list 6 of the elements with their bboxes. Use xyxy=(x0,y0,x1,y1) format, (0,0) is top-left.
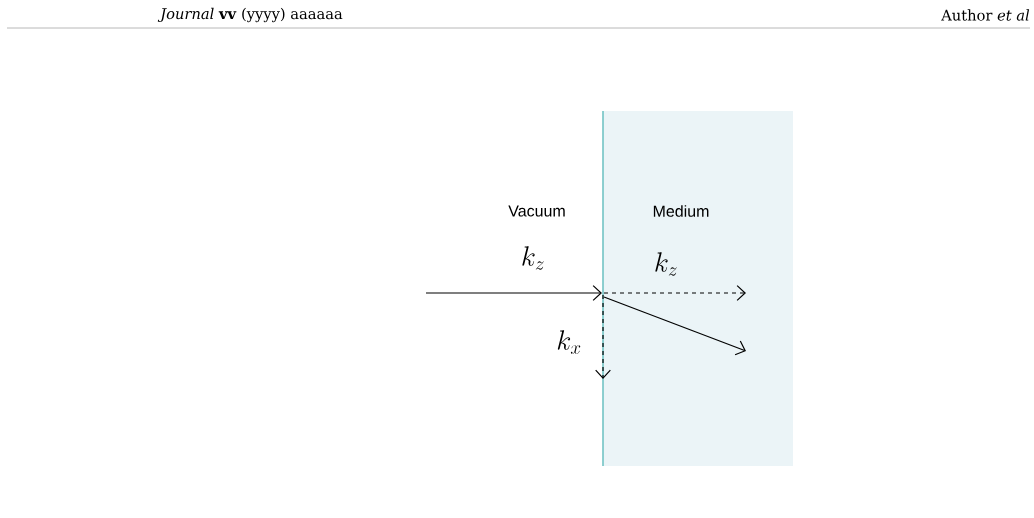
vector-label: $k_z$ xyxy=(655,252,677,276)
region-label: Vacuum xyxy=(508,205,565,217)
header-text: Author et al xyxy=(941,9,1030,21)
vector-label: $k_x$ xyxy=(557,330,581,354)
vector-label: $k_z$ xyxy=(522,246,544,270)
header-text: Journal vv (yyyy) aaaaaa xyxy=(157,7,343,23)
